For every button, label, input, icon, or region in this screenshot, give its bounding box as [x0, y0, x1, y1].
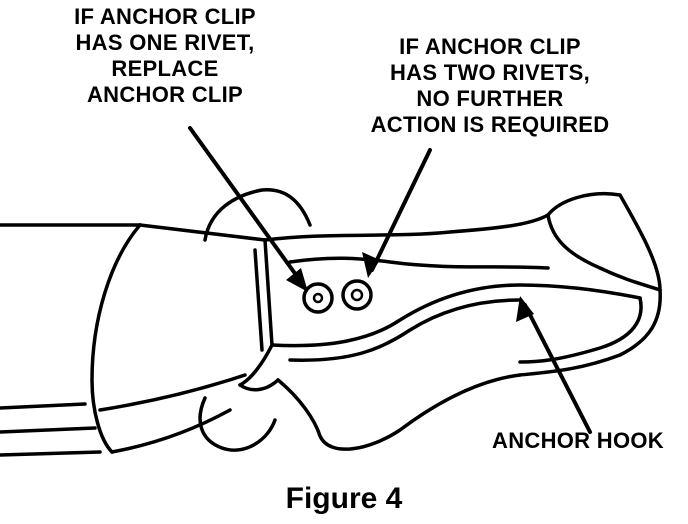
- anchor-clip-body: [238, 213, 642, 451]
- leader-two-rivets: [370, 148, 432, 272]
- rivet-two: [341, 279, 373, 311]
- label-line: ACTION IS REQUIRED: [370, 112, 610, 137]
- label-line: HAS TWO RIVETS,: [389, 60, 591, 85]
- belt-loop: [138, 223, 274, 387]
- arrowhead-anchor-hook: [516, 296, 534, 322]
- label-line: IF ANCHOR CLIP: [74, 4, 256, 29]
- leader-anchor-hook: [523, 303, 592, 434]
- figure-caption: Figure 4: [285, 482, 403, 515]
- arrowhead-two-rivets: [362, 252, 380, 278]
- belt-webbing: [0, 223, 247, 457]
- clip-hub: [198, 188, 312, 452]
- leader-one-rivet: [188, 126, 306, 288]
- label-one-rivet: IF ANCHOR CLIP HAS ONE RIVET, REPLACE AN…: [40, 4, 290, 108]
- label-anchor-hook: ANCHOR HOOK: [492, 428, 664, 453]
- label-two-rivets: IF ANCHOR CLIP HAS TWO RIVETS, NO FURTHE…: [345, 34, 635, 138]
- label-line: REPLACE: [111, 56, 219, 81]
- label-line: IF ANCHOR CLIP: [399, 34, 581, 59]
- arrowhead-one-rivet: [286, 268, 308, 292]
- label-line: HAS ONE RIVET,: [75, 30, 255, 55]
- rivet-one: [302, 282, 334, 314]
- label-line: ANCHOR CLIP: [86, 82, 244, 107]
- label-line: NO FURTHER: [416, 86, 564, 111]
- anchor-hook-shape: [518, 191, 662, 377]
